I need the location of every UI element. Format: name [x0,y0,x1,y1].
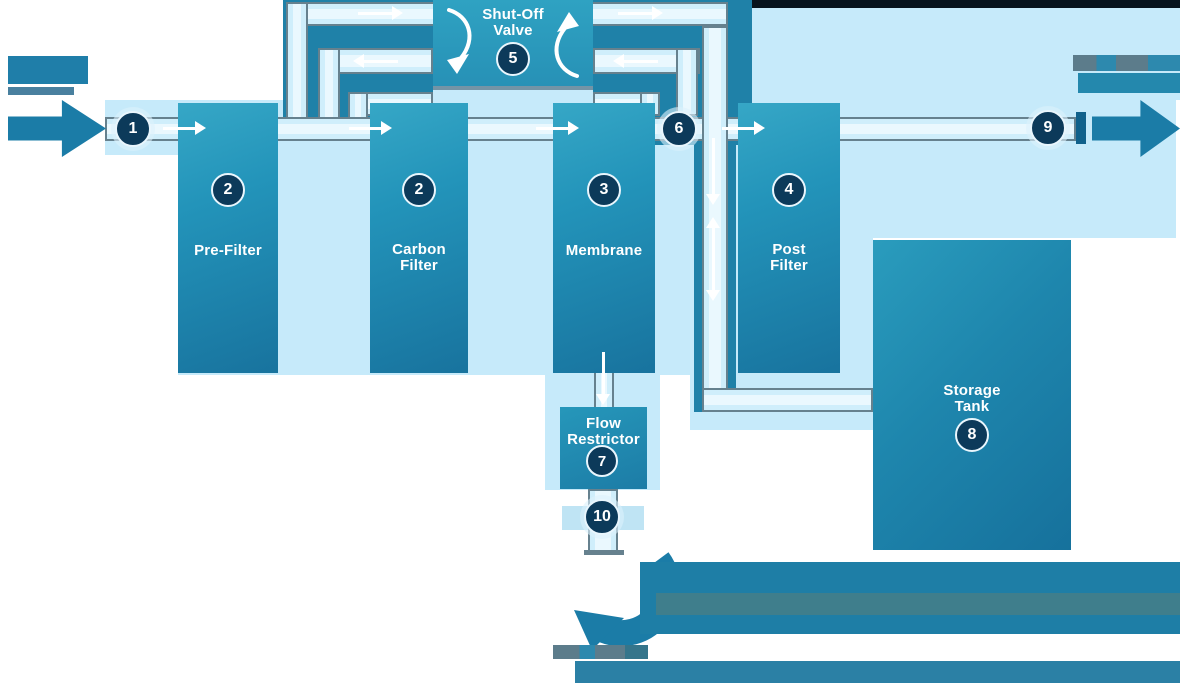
block-arrow-in-icon [8,100,106,157]
arrow-right-icon [722,121,765,135]
stage-number: 5 [508,50,518,67]
storage-tank-label: Storage Tank [943,382,1001,416]
pipe-riser-mid-right [676,48,698,116]
drain-marker-tab-right [618,506,644,530]
stage-badge-outlet: 9 [1030,110,1066,146]
pre-filter-label: Pre-Filter [194,242,262,259]
redacted-feed-label [8,56,88,84]
redacted-feed-sublabel [8,87,74,95]
stage-number: 6 [674,120,684,137]
stage-badge-membrane: 3 [587,173,621,207]
flow-restrictor-block: Flow Restrictor 7 [560,407,647,489]
membrane-block: 3 Membrane [553,103,655,373]
redacted-bottom-bar [575,661,1180,683]
stage-badge-post-filter: 4 [772,173,806,207]
arrow-down-icon [596,352,610,405]
drain-marker-tab-left [562,506,588,530]
membrane-label: Membrane [565,242,643,259]
arrow-right-icon [618,6,663,20]
curved-arrow-ccw-icon [447,8,579,78]
arrow-left-icon [613,54,658,68]
stage-badge-carbon-filter: 2 [402,173,436,207]
stage-number: 8 [967,426,977,443]
pipe-riser-mid-left [318,48,340,120]
stage-badge-storage-tank: 8 [955,418,989,452]
pipe-riser-outer-left [286,2,308,119]
arrow-right-icon [358,6,403,20]
shut-off-valve-label: Shut-Off Valve [482,6,544,40]
arrow-down-icon [706,138,720,205]
redacted-outlet-label-line2 [1078,73,1180,93]
pipe-tank-wrap-run [702,388,873,412]
stage-number: 7 [597,452,607,470]
top-dark-bar [728,0,1180,8]
stage-number: 2 [223,181,233,198]
arrow-right-icon [349,121,392,135]
stage-badge-shut-off-valve: 5 [496,42,530,76]
pipe-drain-end-cap [584,550,624,555]
stage-number: 9 [1043,119,1053,136]
stage-badge-drain-line: 10 [584,499,620,535]
carbon-filter-label: Carbon Filter [392,241,446,275]
carbon-filter-block: 2 Carbon Filter [370,103,468,373]
arrow-left-icon [353,54,398,68]
stage-number: 1 [128,120,138,137]
redacted-outlet-label-line1 [1073,55,1180,71]
storage-tank-block: Storage Tank 8 [873,240,1071,550]
stage-number: 10 [593,508,611,525]
shut-off-valve-block: Shut-Off Valve 5 [433,0,593,86]
stage-badge-feed-inlet: 1 [115,111,151,147]
stage-number: 4 [784,181,794,198]
stage-badge-flow-restrictor: 7 [586,445,618,477]
arrow-updown-icon [706,217,720,301]
stage-number: 2 [414,181,424,198]
stage-number: 3 [599,181,609,198]
redacted-drain-label [553,645,648,659]
post-filter-block: 4 Post Filter [738,103,840,373]
arrow-right-icon [163,121,206,135]
arrow-right-icon [536,121,579,135]
redacted-bottom-band-stripe [656,593,1180,615]
pre-filter-block: 2 Pre-Filter [178,103,278,373]
outlet-pipe-cap [1076,112,1086,144]
pipe-riser-inner-left [348,92,368,120]
stage-badge-pre-filter: 2 [211,173,245,207]
flow-restrictor-label: Flow Restrictor [567,415,640,449]
post-filter-label: Post Filter [770,241,808,275]
background-panel-right-upper [873,155,1176,238]
stage-badge-membrane-outlet: 6 [661,111,697,147]
